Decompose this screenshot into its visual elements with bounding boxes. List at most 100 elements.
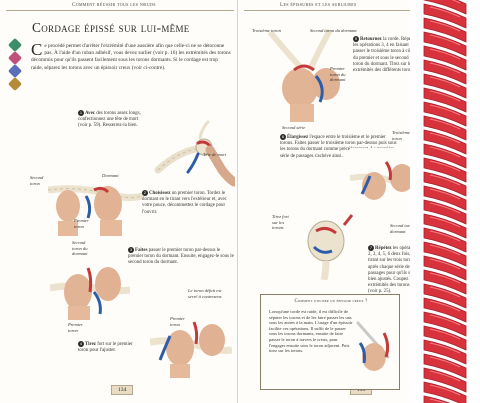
- label-toron-defait: Le toron défait est serré à contresens: [188, 288, 222, 299]
- step-4-bold: Tirez: [85, 342, 96, 347]
- rope-highlight: [429, 174, 461, 186]
- pink-gem-icon: [7, 50, 23, 66]
- rope-highlight: [429, 76, 461, 88]
- rope-highlight: [429, 188, 461, 200]
- inset-photo: [354, 313, 396, 375]
- rope-highlight: [429, 146, 461, 158]
- photo-step-5: [260, 26, 350, 122]
- rope-strand: [423, 129, 467, 155]
- rope-highlight: [429, 48, 461, 60]
- rope-highlight: [429, 272, 461, 284]
- step-number-6: 6: [280, 134, 286, 140]
- label-second-toron-du-dormant-b: Second toron du dormant: [390, 223, 420, 234]
- step-2-body: un premier toron. Tordez le dormant en l…: [142, 191, 227, 215]
- rope-highlight: [429, 20, 461, 32]
- label-second-serie: Second série: [282, 125, 306, 130]
- rope-strand: [423, 101, 467, 127]
- photo-step-7: [286, 205, 366, 280]
- rope-highlight: [429, 300, 461, 312]
- rope-highlight: [451, 0, 461, 4]
- rope-highlight: [429, 398, 447, 403]
- rope-strand: [423, 3, 467, 29]
- rope-highlight: [429, 118, 461, 130]
- epissoir-inset-box: Comment utiliser un épissoir creux ? Lor…: [260, 294, 400, 390]
- right-running-head: Les épissures et les surliures: [280, 2, 357, 8]
- label-premier-toron-b: Premier toron: [68, 322, 83, 333]
- rope-strand: [423, 269, 467, 295]
- rope-strand: [423, 31, 467, 57]
- photo-step-2: [48, 166, 143, 236]
- rope-strand: [423, 171, 467, 197]
- left-page-number: 134: [111, 385, 134, 395]
- rope-highlight: [429, 90, 461, 102]
- right-head-rule: [244, 10, 414, 11]
- rope-highlight: [429, 314, 461, 326]
- inset-body: Lorsqu'une corde est raide, il est diffi…: [269, 309, 353, 354]
- step-number-1: 1: [78, 110, 84, 116]
- green-gem-icon: [7, 37, 23, 53]
- step-number-3: 3: [128, 247, 134, 253]
- rope-strand: [423, 325, 467, 351]
- page-title: Cordage épissé sur lui-même: [32, 20, 190, 35]
- rope-strand: [423, 0, 467, 15]
- rope-strand: [423, 17, 467, 43]
- rope-strand: [423, 381, 467, 403]
- step-5-bold: Retournez: [360, 37, 382, 42]
- rope-highlight: [429, 230, 461, 242]
- label-second-toron: Second toron: [30, 175, 44, 186]
- step-7-bold: Répétez: [375, 246, 392, 251]
- rope-strand: [423, 45, 467, 71]
- label-premier-toron-right: Premier toron du dormant: [330, 66, 346, 82]
- rope-strand: [423, 87, 467, 113]
- rope-highlight: [429, 6, 461, 18]
- blue-gem-icon: [7, 63, 23, 79]
- step-number-5: 5: [353, 36, 359, 42]
- rope-highlight: [429, 216, 461, 228]
- category-gems: [7, 37, 23, 92]
- rope-strand: [423, 227, 467, 253]
- red-rope-image: [410, 0, 480, 403]
- left-running-head: Comment réussir tous les nœuds: [72, 2, 156, 8]
- rope-strand: [423, 143, 467, 169]
- step-1-bold: Avec: [85, 111, 95, 116]
- label-second-toron-du-dormant: Second toron du dormant: [72, 240, 88, 256]
- rope-strand: [423, 199, 467, 225]
- step-6-bold: Élargissez: [287, 135, 309, 140]
- step-7-body: les opérations 2, 3, 4, 5, 6 deux fois, …: [368, 246, 420, 295]
- rope-strand: [423, 311, 467, 337]
- step-5-body: la corde. Répétez les opérations 3, 4 en…: [353, 37, 417, 74]
- step-number-7: 7: [368, 245, 374, 251]
- rope-strand: [423, 213, 467, 239]
- label-dormant: Dormant: [102, 173, 119, 178]
- rope-strand: [423, 255, 467, 281]
- rope-highlight: [429, 160, 461, 172]
- rope-highlight: [429, 356, 461, 368]
- rope-strand: [423, 241, 467, 267]
- rope-highlight: [429, 286, 461, 298]
- left-head-rule: [6, 10, 234, 11]
- rope-highlight: [429, 342, 461, 354]
- inset-title: Comment utiliser un épissoir creux ?: [294, 299, 368, 304]
- label-premier-toron-c: Premier toron: [170, 316, 185, 327]
- photo-step-1: [150, 110, 235, 190]
- rope-highlight: [429, 132, 461, 144]
- rope-highlight: [429, 244, 461, 256]
- step-4-body: fort sur le premier toron pour l'ajuster…: [78, 342, 133, 354]
- rope-strand: [423, 73, 467, 99]
- rope-strand: [423, 185, 467, 211]
- rope-strand: [423, 367, 467, 393]
- step-6-body: l'espace entre le troisième et le premie…: [280, 135, 397, 159]
- rope-strand: [423, 115, 467, 141]
- rope-strand: [423, 297, 467, 323]
- photo-step-3: [50, 248, 130, 320]
- photo-step-4: [150, 306, 232, 378]
- label-premier-toron: Premier toron: [74, 218, 89, 229]
- label-troisieme-toron-b: Troisième toron: [392, 130, 410, 141]
- gold-gem-icon: [7, 76, 23, 92]
